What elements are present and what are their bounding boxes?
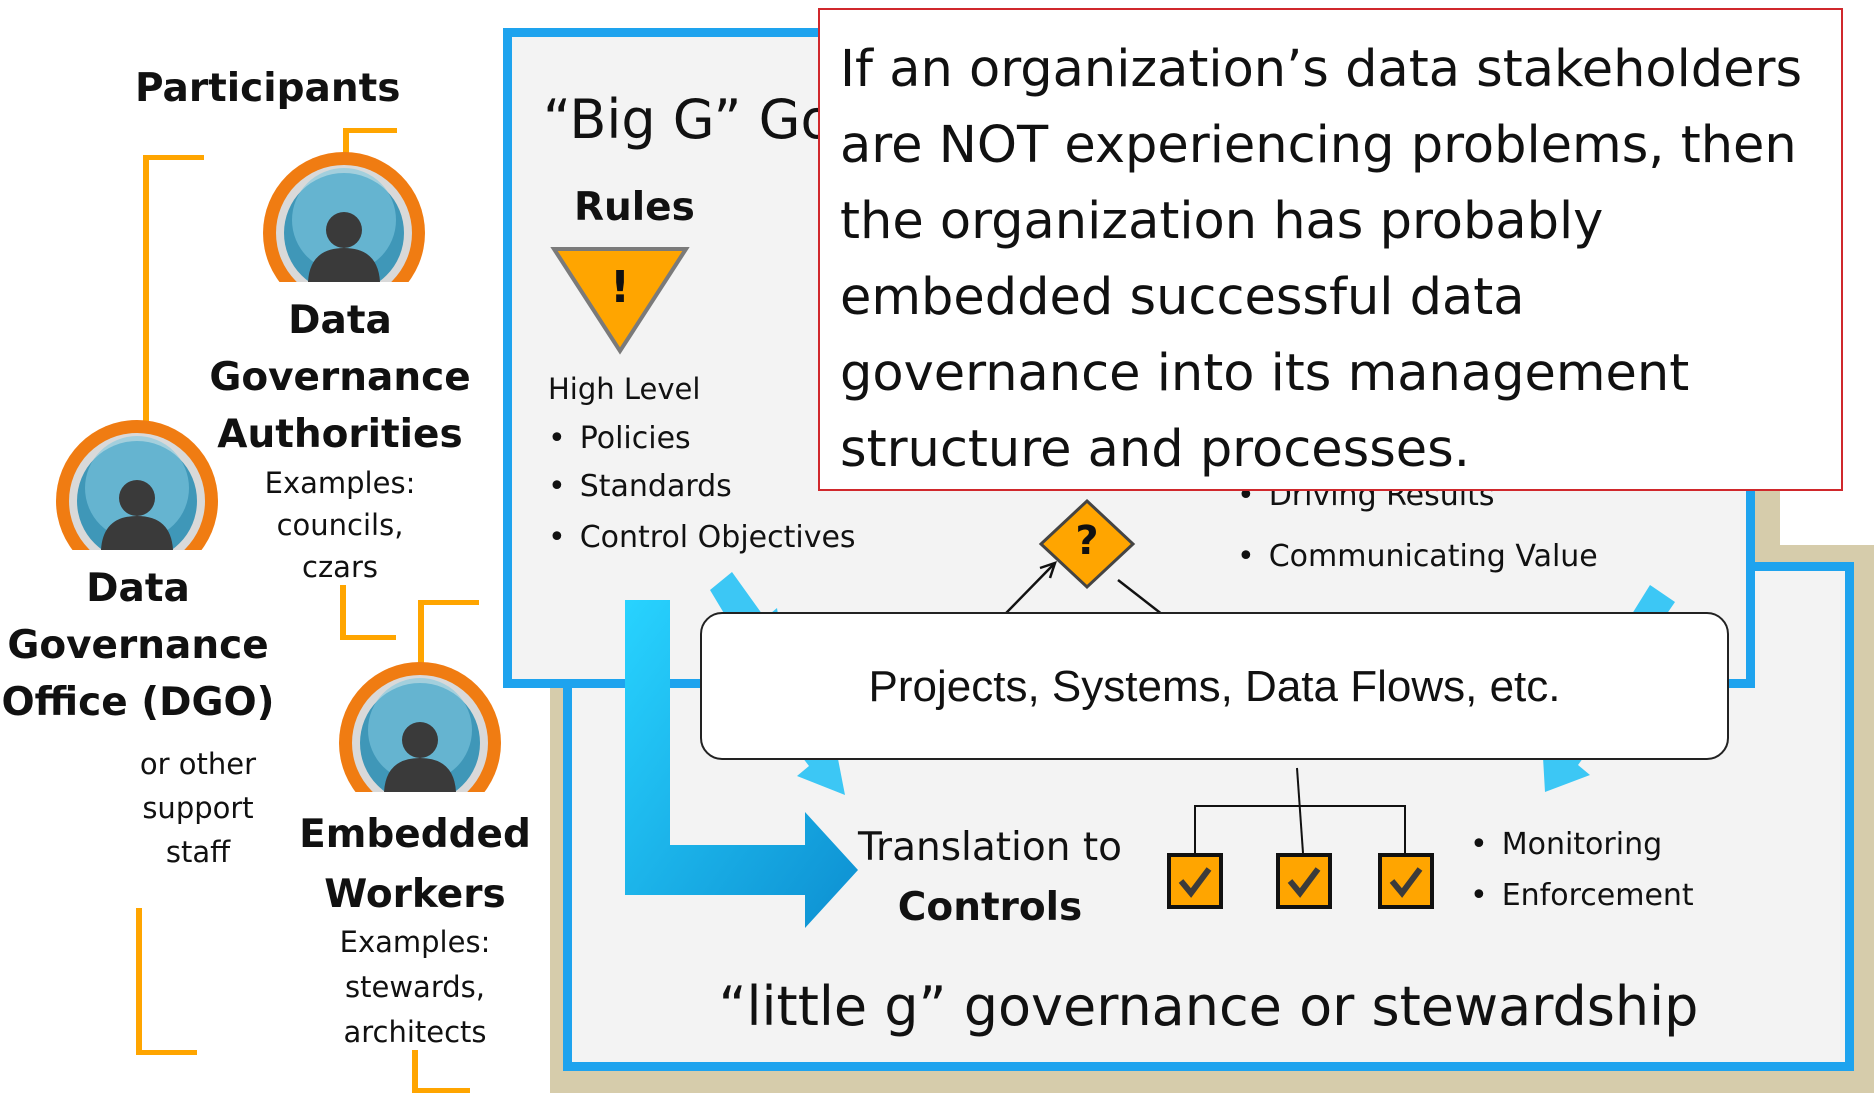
rule-item-text: Standards [579,469,732,504]
dgo-title-line: Office (DGO) [1,680,275,725]
dgo-title-line: Governance [7,623,269,668]
dga-examples-line: Examples: [264,466,416,500]
control-item: Monitoring [1470,827,1662,862]
control-item: Enforcement [1470,878,1694,913]
high-level-label: High Level [548,372,701,406]
control-item-text: Monitoring [1501,827,1663,862]
dgo-subtext-line: or other [139,747,257,781]
checkbox-icon [1378,853,1434,909]
translation-arrow-icon [625,600,858,928]
workers-examples-line: stewards, [345,970,485,1004]
person-icon [56,420,218,550]
checkbox-connector [1194,767,1406,855]
bracket-dga-top [343,128,397,175]
workers-title: Embedded Workers [290,805,540,925]
workers-title-line: Embedded [299,812,531,857]
checkbox-icon [1167,853,1223,909]
workers-title-line: Workers [324,872,506,917]
projects-label: Projects, Systems, Data Flows, etc. [868,662,1561,711]
dgo-subtext-line: staff [165,835,231,869]
bracket-dgo-bottom [136,908,197,1055]
rule-item-text: Policies [579,421,691,456]
person-icon [263,152,425,282]
translation-label: Translation to Controls [850,818,1130,938]
participants-heading: Participants [135,66,401,111]
little-g-title: “little g” governance or stewardship [718,975,1699,1038]
checkbox-icon [1276,853,1332,909]
dga-examples-line: councils, [276,508,404,542]
dga-title-line: Data [288,298,392,343]
dgo-title-line: Data [86,566,190,611]
workers-examples: Examples: stewards, architects [295,920,535,1055]
bracket-dgo-top [143,155,204,445]
rules-label: Rules [574,185,695,230]
workers-examples-line: Examples: [339,925,491,959]
workers-examples-line: architects [343,1015,487,1049]
callout-text: If an organization’s data stakeholders a… [840,40,1803,479]
dga-title-line: Authorities [217,412,463,457]
rule-item: Policies [548,421,691,456]
warning-triangle-icon [550,247,690,355]
translation-line1: Translation to [857,825,1123,870]
dgo-subtext: or other support staff [110,742,286,874]
bracket-workers-bottom [412,1050,470,1093]
rule-item-text: Control Objectives [579,520,856,555]
dgo-avatar [56,388,218,550]
right-item-text: Communicating Value [1268,539,1598,574]
dgo-title: Data Governance Office (DGO) [0,560,276,731]
dga-examples: Examples: councils, czars [220,462,460,588]
dga-examples-line: czars [302,550,378,584]
dgo-subtext-line: support [142,791,254,825]
rule-item: Control Objectives [548,520,856,555]
projects-box [700,612,1729,760]
question-diamond-icon [1038,498,1136,590]
question-symbol: ? [1075,518,1099,564]
right-item: Communicating Value [1237,539,1598,574]
person-icon [339,662,501,792]
control-item-text: Enforcement [1501,878,1694,913]
callout-box: If an organization’s data stakeholders a… [818,8,1843,491]
workers-avatar [339,630,501,792]
rule-item: Standards [548,469,732,504]
bracket-workers-top [418,600,479,685]
dga-title-line: Governance [209,355,471,400]
big-g-title: “Big G” Go [543,88,834,151]
bracket-dga-bottom [340,585,396,640]
dga-title: Data Governance Authorities [200,292,480,463]
translation-line2: Controls [897,885,1083,930]
warning-symbol: ! [609,262,631,313]
dga-avatar [263,120,425,282]
